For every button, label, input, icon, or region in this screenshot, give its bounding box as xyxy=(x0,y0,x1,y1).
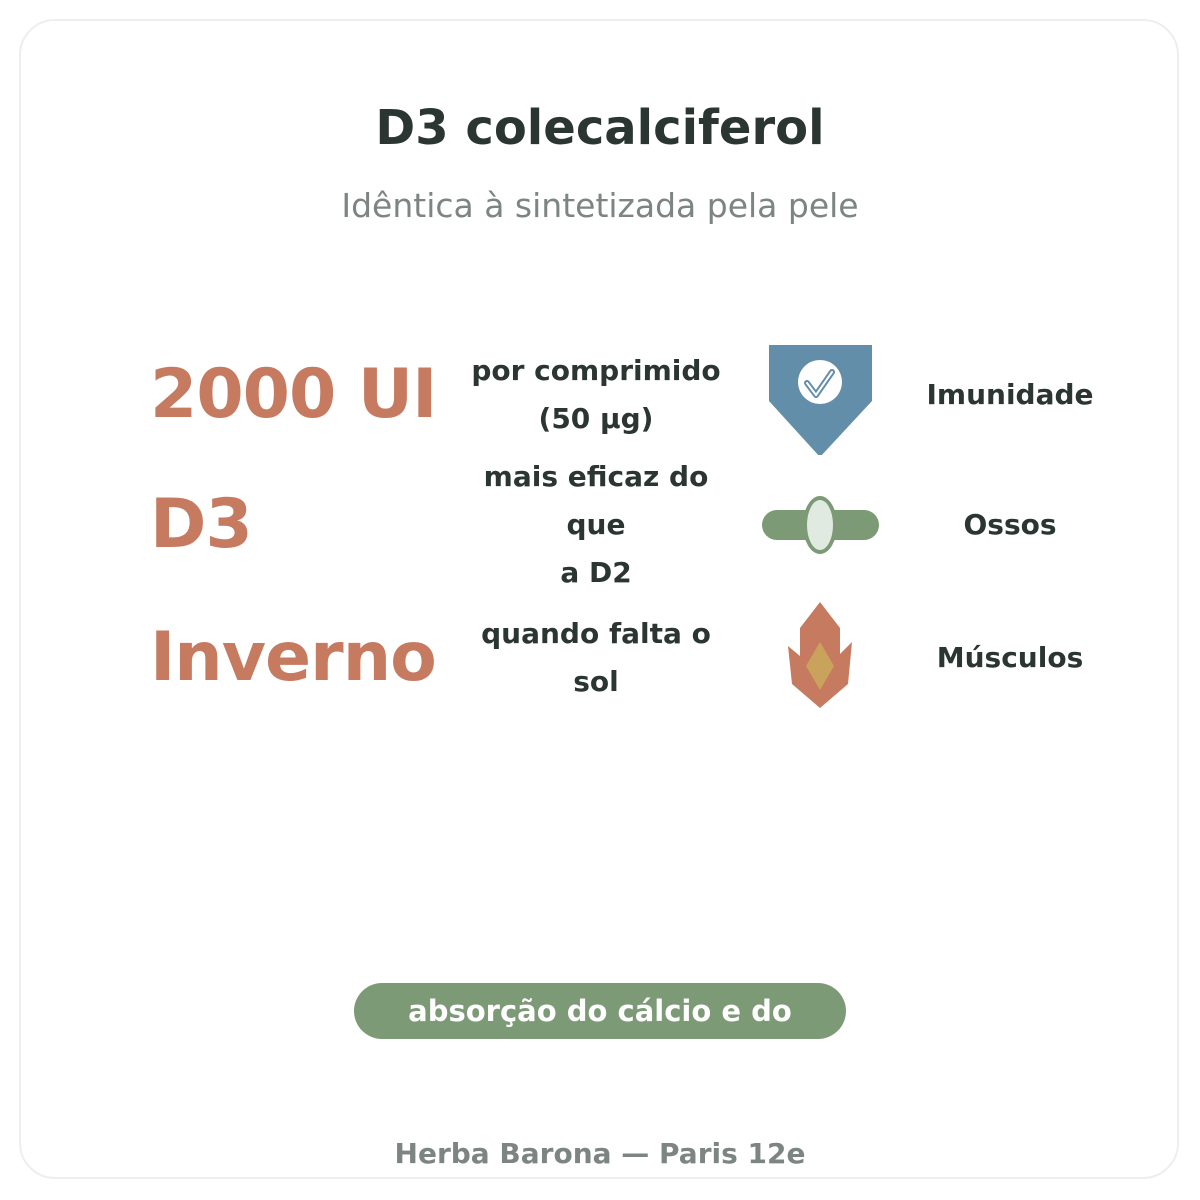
description-dose: por comprimido (50 µg) xyxy=(455,335,737,455)
bone-icon xyxy=(760,465,880,585)
description-dose-text: por comprimido (50 µg) xyxy=(471,354,721,435)
highlight-d3: D3 xyxy=(150,485,253,564)
benefit-row-dose: 2000 UI por comprimido (50 µg) Imunidade xyxy=(0,335,1200,455)
description-winter: quando falta o sol xyxy=(455,598,737,718)
footer-brand: Herba Barona — Paris 12e xyxy=(394,1137,806,1170)
benefit-row-winter: Inverno quando falta o sol Músculos xyxy=(0,598,1200,718)
benefit-row-d3: D3 mais eficaz do que a D2 Ossos xyxy=(0,460,1200,589)
flame-icon xyxy=(760,598,880,718)
description-winter-text: quando falta o sol xyxy=(481,617,711,698)
description-d3: mais eficaz do que a D2 xyxy=(455,460,737,589)
highlight-dose: 2000 UI xyxy=(150,355,437,434)
page-subtitle: Idêntica à sintetizada pela pele xyxy=(341,186,859,225)
shield-check-icon xyxy=(760,335,880,455)
label-bones: Ossos xyxy=(963,508,1057,541)
label-muscles: Músculos xyxy=(936,641,1084,674)
page-title: D3 colecalciferol xyxy=(375,100,825,156)
highlight-winter: Inverno xyxy=(150,618,437,697)
absorption-badge: absorção do cálcio e do fósforo xyxy=(354,983,846,1084)
description-d3-text: mais eficaz do que a D2 xyxy=(483,460,709,589)
label-immunity: Imunidade xyxy=(926,378,1094,411)
